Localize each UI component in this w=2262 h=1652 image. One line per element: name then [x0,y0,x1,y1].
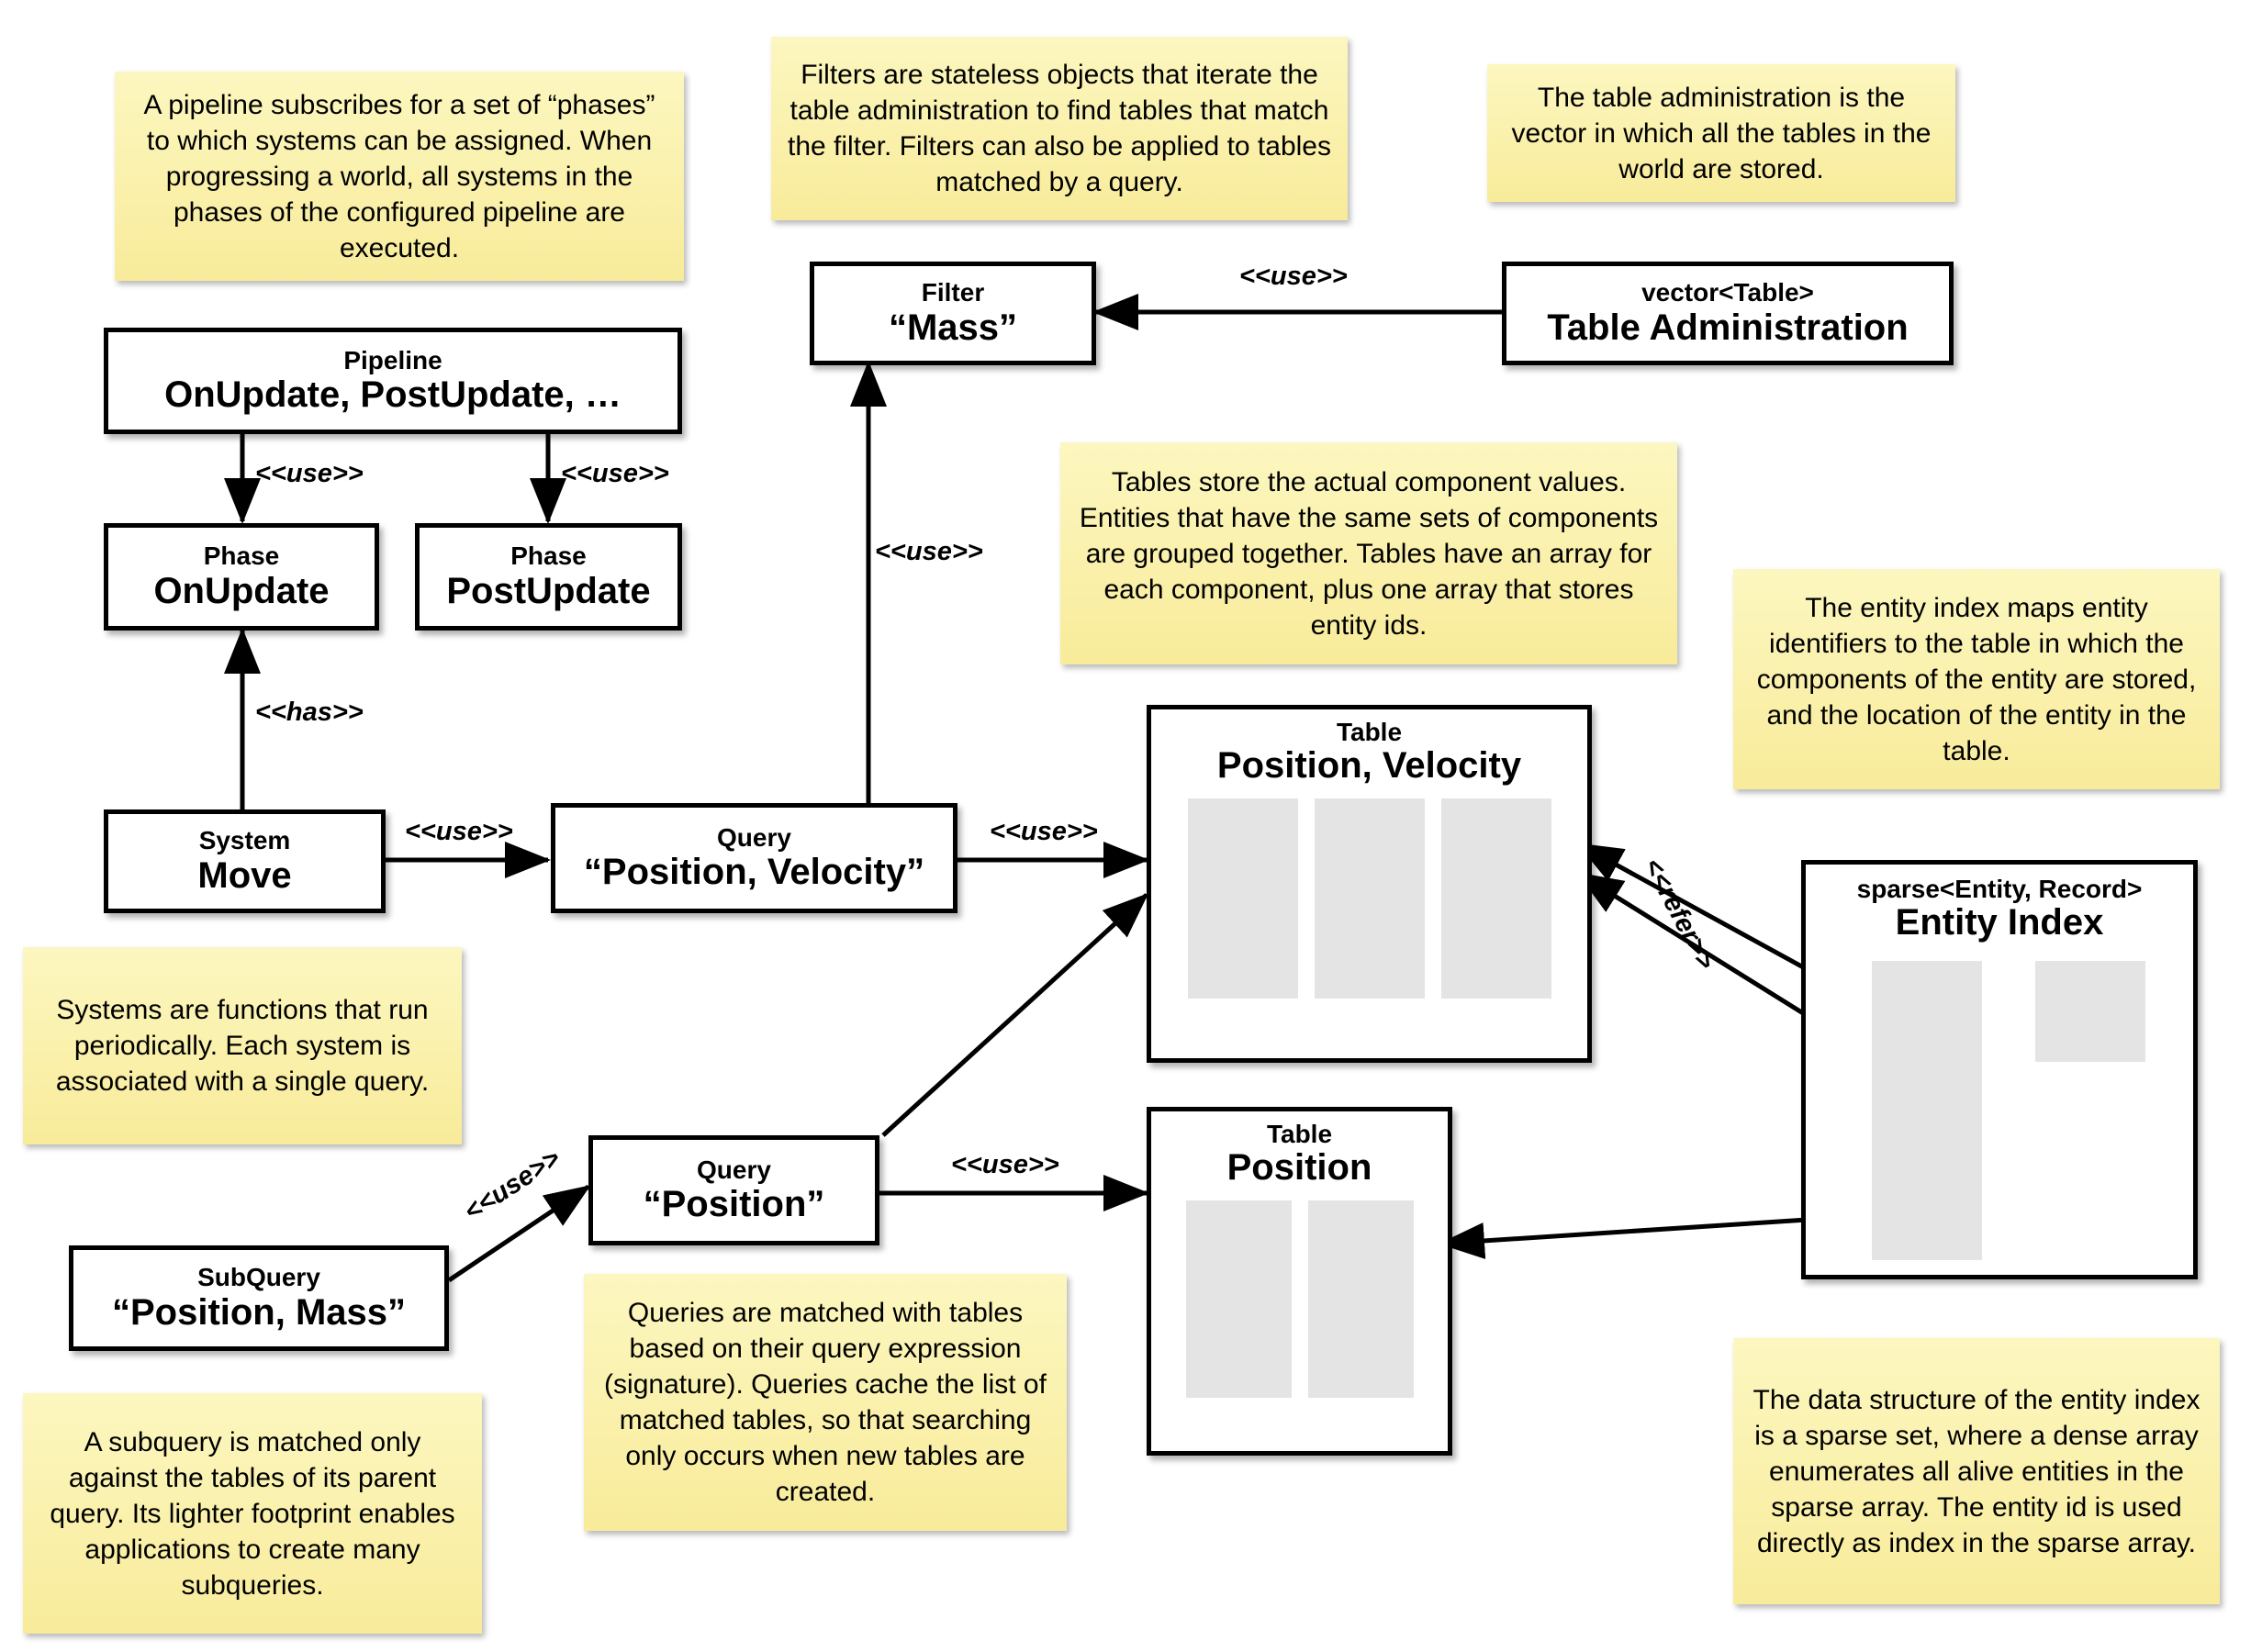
edge-label-system-phase: <<has>> [255,698,364,727]
edge-label-pipeline-postupdate: <<use>> [561,459,669,488]
node-table-position-velocity-columns [1151,798,1587,999]
node-phase-onupdate[interactable]: Phase OnUpdate [104,523,379,631]
node-table-position[interactable]: Table Position [1147,1107,1452,1456]
node-entity-index-name: Entity Index [1895,902,2104,943]
node-filter[interactable]: Filter “Mass” [810,262,1096,365]
node-table-administration[interactable]: vector<Table> Table Administration [1502,262,1954,365]
node-entity-index[interactable]: sparse<Entity, Record> Entity Index [1801,860,2198,1279]
table-column [1314,798,1425,999]
node-table-position-columns [1151,1200,1448,1399]
node-table-position-velocity[interactable]: Table Position, Velocity [1147,705,1592,1063]
node-table-position-velocity-name: Position, Velocity [1216,745,1522,787]
node-phase-postupdate-name: PostUpdate [446,570,651,611]
table-column [1307,1200,1414,1399]
node-query-position-name: “Position” [643,1184,825,1225]
edge-label-tableadmin-filter: <<use>> [1239,262,1348,291]
edge-label-pipeline-onupdate: <<use>> [255,459,364,488]
node-query-position-stereotype: Query [697,1155,771,1184]
edge-index-tablepos-line [1439,1213,1864,1259]
edge-label-query-table: <<use>> [990,817,1098,846]
node-phase-postupdate-stereotype: Phase [510,541,587,571]
node-query-position[interactable]: Query “Position” [588,1135,879,1245]
node-pipeline-name: OnUpdate, PostUpdate, … [164,374,621,416]
note-tableadmin: The table administration is the vector i… [1487,64,1955,202]
node-query-position-velocity-name: “Position, Velocity” [583,852,925,893]
node-pipeline[interactable]: Pipeline OnUpdate, PostUpdate, … [104,328,682,434]
node-phase-onupdate-name: OnUpdate [153,570,330,611]
entity-index-dense-array [1872,961,1982,1260]
note-sparseset: The data structure of the entity index i… [1733,1338,2220,1604]
edge-label-query-filter: <<use>> [875,537,983,566]
edge-querypos-tableposvel-line [881,892,1149,1137]
node-filter-name: “Mass” [888,307,1018,348]
node-entity-index-stereotype: sparse<Entity, Record> [1856,875,2143,903]
node-subquery-stereotype: SubQuery [197,1263,320,1292]
node-subquery-name: “Position, Mass” [111,1291,407,1333]
node-table-position-name: Position [1226,1147,1372,1189]
node-table-administration-name: Table Administration [1547,307,1909,348]
node-system-move[interactable]: System Move [104,809,386,913]
node-query-position-velocity-stereotype: Query [717,822,791,852]
node-system-move-stereotype: System [198,826,291,855]
edge-label-querypos-table: <<use>> [951,1150,1059,1179]
node-phase-onupdate-stereotype: Phase [203,541,280,571]
node-entity-index-header: sparse<Entity, Record> Entity Index [1806,865,2193,943]
entity-index-sparse-array [2035,961,2145,1062]
note-queries: Queries are matched with tables based on… [584,1274,1067,1531]
node-table-position-velocity-stereotype: Table [1336,718,1403,746]
table-column [1187,798,1298,999]
table-column [1440,798,1551,999]
edge-label-index-table: <<refer>> [1637,854,1721,975]
note-filters: Filters are stateless objects that itera… [771,37,1348,220]
table-column [1185,1200,1292,1399]
note-entityindex: The entity index maps entity identifiers… [1733,569,2220,789]
note-tables: Tables store the actual component values… [1060,442,1677,664]
node-system-move-name: Move [197,854,292,896]
node-table-position-velocity-header: Table Position, Velocity [1151,709,1587,787]
note-subquery: A subquery is matched only against the t… [23,1393,482,1634]
node-query-position-velocity[interactable]: Query “Position, Velocity” [551,803,957,913]
edge-label-system-query: <<use>> [405,817,513,846]
node-phase-postupdate[interactable]: Phase PostUpdate [415,523,682,631]
node-table-position-header: Table Position [1151,1111,1448,1189]
node-table-administration-stereotype: vector<Table> [1641,278,1814,307]
note-systems: Systems are functions that run periodica… [23,947,462,1144]
edge-label-subquery-querypos: <<use>> [459,1143,566,1227]
node-table-position-stereotype: Table [1266,1120,1333,1148]
node-subquery[interactable]: SubQuery “Position, Mass” [69,1245,449,1351]
node-filter-stereotype: Filter [921,278,985,307]
node-pipeline-stereotype: Pipeline [343,345,442,374]
note-pipeline: A pipeline subscribes for a set of “phas… [115,72,684,281]
